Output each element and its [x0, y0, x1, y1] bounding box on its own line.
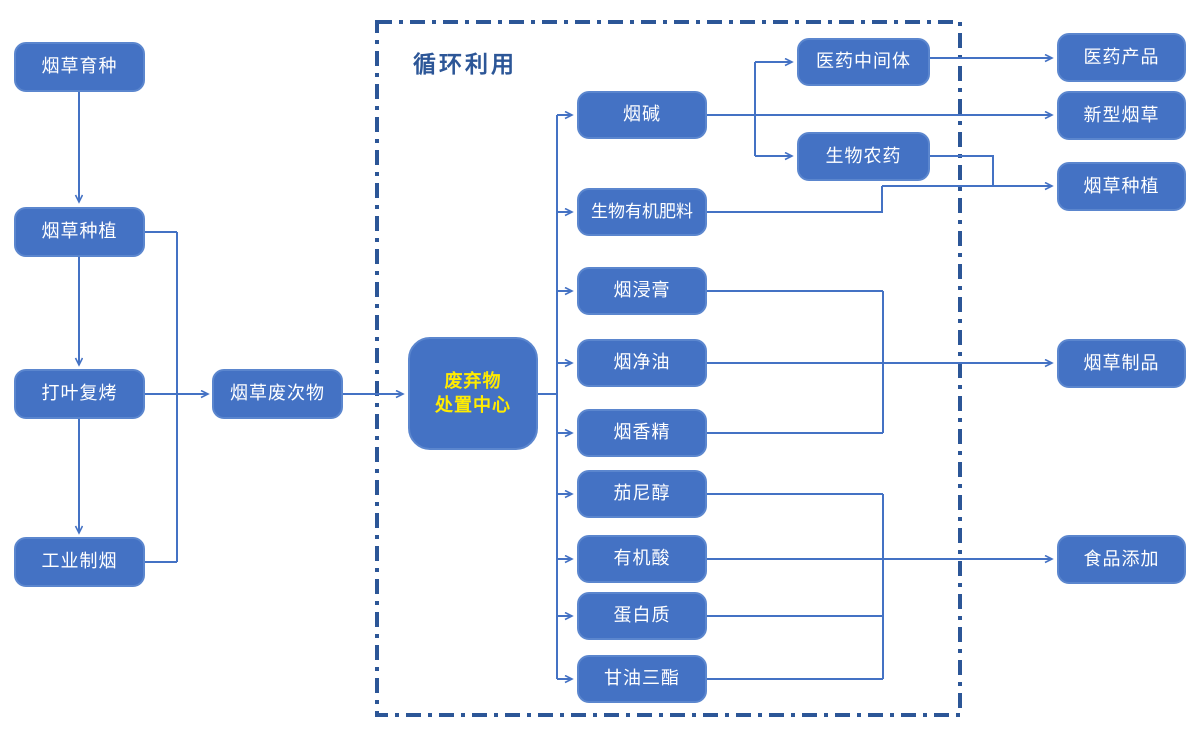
edge-disposal-trunk — [536, 115, 558, 679]
node-tobacco-planting-output: 烟草种植 — [1057, 162, 1186, 211]
node-waste-disposal-center: 废弃物 处置中心 — [408, 337, 538, 450]
node-tobacco-oil: 烟净油 — [577, 339, 707, 387]
node-triglyceride: 甘油三酯 — [577, 655, 707, 703]
node-leaf-threshing-redrying: 打叶复烤 — [14, 369, 145, 419]
node-industrial-cigarette: 工业制烟 — [14, 537, 145, 587]
recycle-zone-title: 循环利用 — [413, 51, 517, 77]
node-tobacco-essence: 烟香精 — [577, 409, 707, 457]
node-pharma-products: 医药产品 — [1057, 33, 1186, 82]
disposal-label-line2: 处置中心 — [435, 394, 511, 415]
node-pharma-intermediate: 医药中间体 — [797, 38, 930, 86]
node-tobacco-breeding: 烟草育种 — [14, 42, 145, 92]
edge-fertilizer-merge — [707, 186, 883, 213]
recycle-zone-border — [375, 20, 962, 717]
node-new-tobacco: 新型烟草 — [1057, 91, 1186, 140]
node-solanesol: 茄尼醇 — [577, 470, 707, 518]
node-organic-acid: 有机酸 — [577, 535, 707, 583]
node-bio-organic-fertilizer: 生物有机肥料 — [577, 188, 707, 236]
node-bio-pesticide: 生物农药 — [797, 132, 930, 181]
edge-food-merge — [707, 493, 884, 680]
node-protein: 蛋白质 — [577, 592, 707, 640]
node-tobacco-extract: 烟浸膏 — [577, 267, 707, 315]
node-tobacco-planting: 烟草种植 — [14, 207, 145, 257]
node-food-additive: 食品添加 — [1057, 535, 1186, 584]
node-nicotine: 烟碱 — [577, 91, 707, 139]
edge-pesticide-merge — [930, 155, 994, 186]
disposal-label-line1: 废弃物 — [444, 371, 502, 392]
node-tobacco-products: 烟草制品 — [1057, 339, 1186, 388]
edge-side-collector — [145, 231, 178, 563]
node-tobacco-waste: 烟草废次物 — [212, 369, 343, 419]
